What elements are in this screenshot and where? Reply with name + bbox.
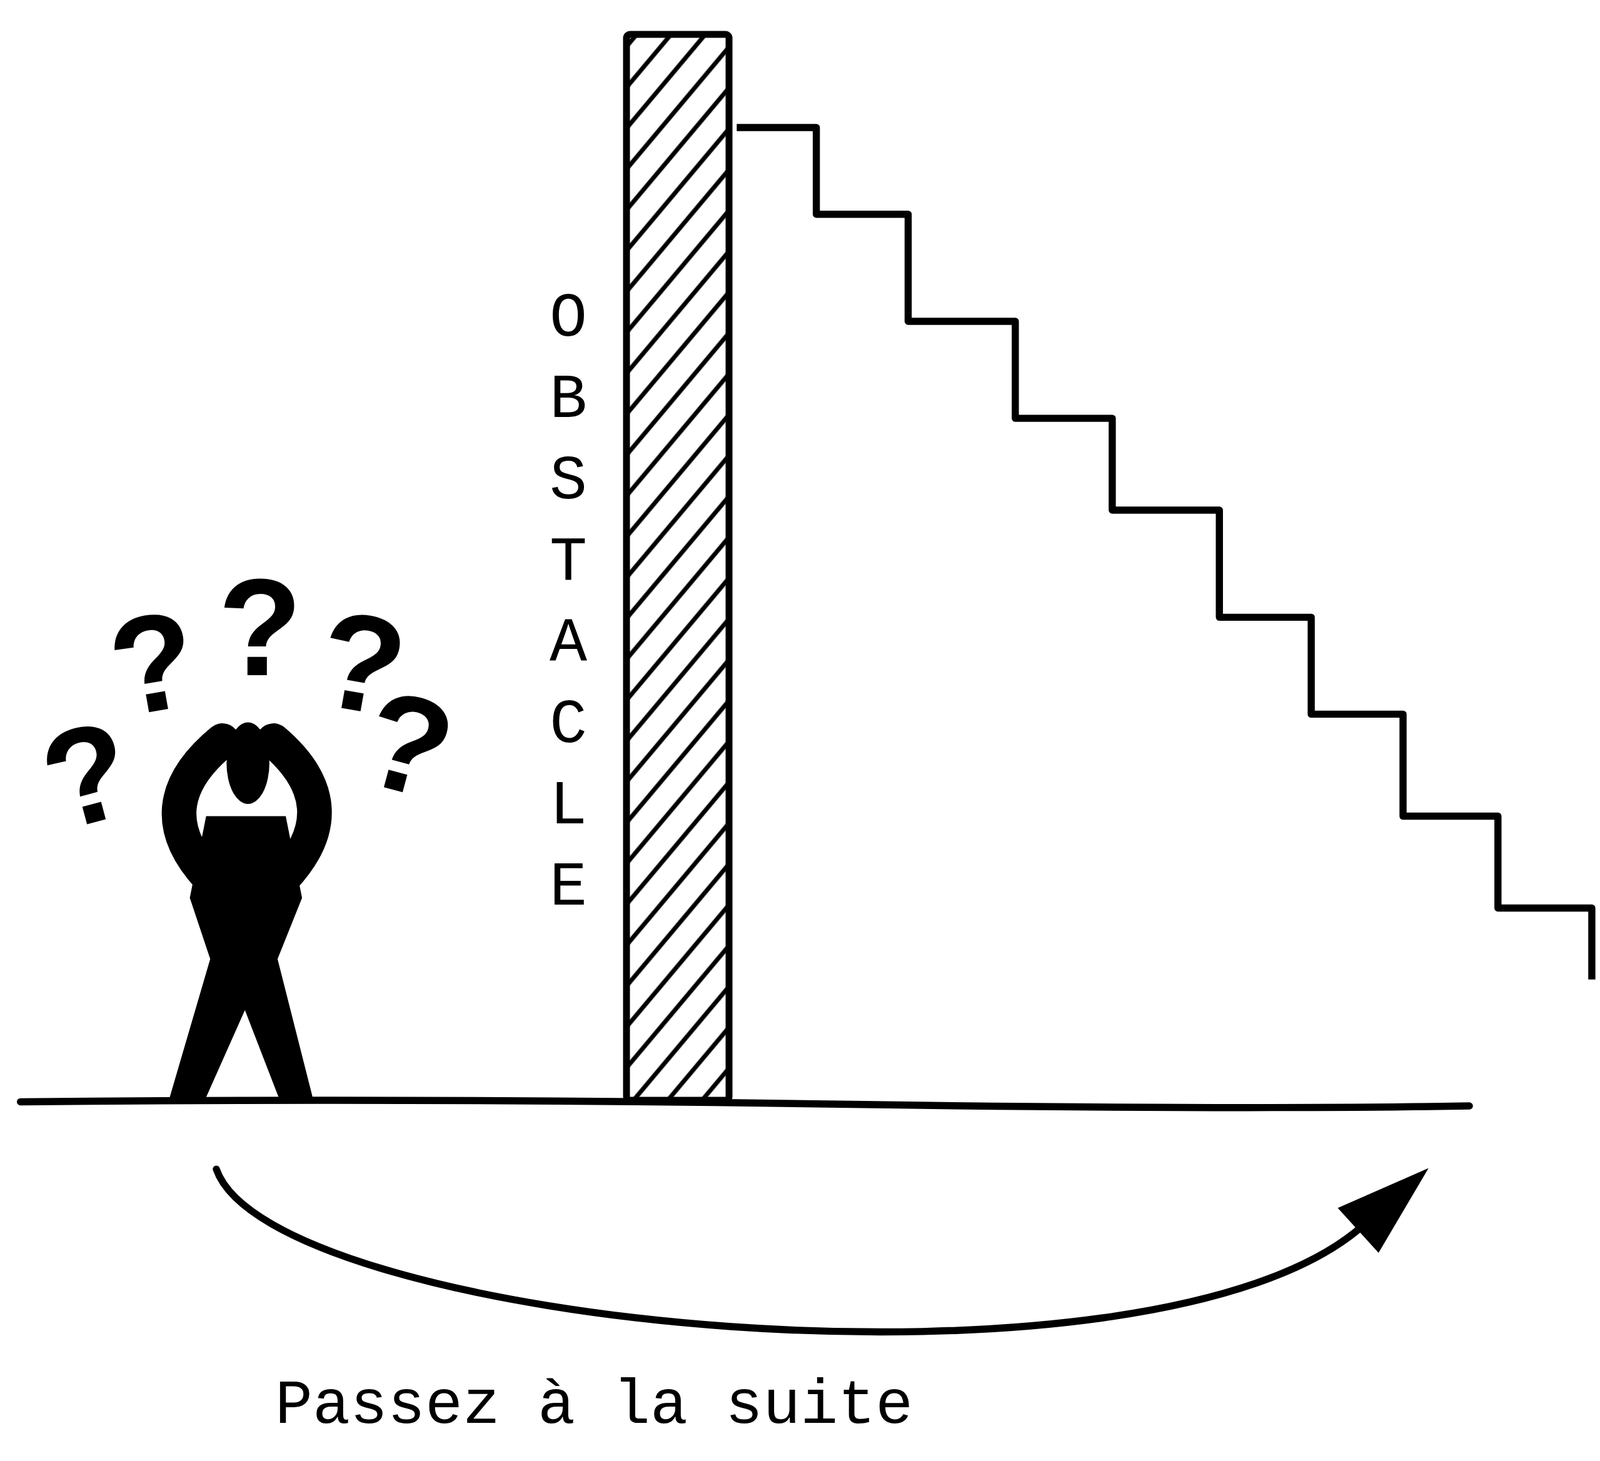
person-left-arm <box>178 740 222 878</box>
staircase <box>736 127 1592 980</box>
obstacle-bar: OBSTACLE <box>622 30 733 1105</box>
puzzled-person <box>168 722 315 1102</box>
arrow-caption: Passez à la suite <box>275 1375 913 1439</box>
hatched-bar-shape <box>622 30 733 1105</box>
person-head <box>226 722 270 805</box>
curved-arrow <box>216 1169 1364 1332</box>
person-right-arm <box>273 740 315 878</box>
ground-line <box>20 1100 1470 1108</box>
question-mark: ? <box>218 558 302 697</box>
question-mark: ? <box>100 588 207 739</box>
vertical-label: OBSTACLE <box>537 278 600 930</box>
obstacle-outline <box>626 34 730 1101</box>
arrow-head <box>1338 1168 1429 1253</box>
